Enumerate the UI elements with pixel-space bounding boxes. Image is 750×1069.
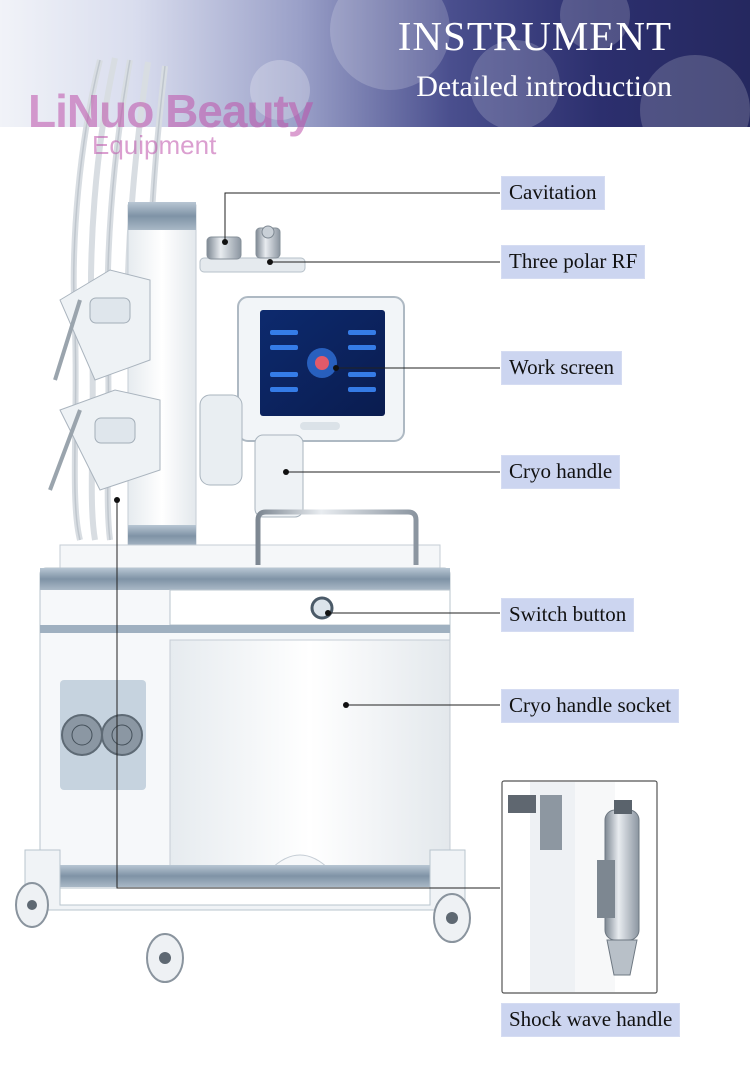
work-screen-device (237, 296, 405, 442)
fan-left (61, 714, 103, 756)
label-switch-button: Switch button (502, 599, 634, 632)
label-three-polar-rf: Three polar RF (502, 246, 645, 279)
fan-right (101, 714, 143, 756)
watermark-brand: LiNuo Beauty (28, 85, 313, 137)
shock-wave-handpiece (597, 800, 640, 976)
label-cryo-handle: Cryo handle (502, 456, 620, 489)
wheels (15, 882, 471, 983)
brand-watermark: LiNuo Beauty Equipment (28, 85, 313, 160)
label-work-screen: Work screen (502, 352, 622, 385)
watermark-tagline: Equipment (92, 130, 217, 160)
cavitation-handpiece (206, 236, 242, 260)
label-shock-wave-handle: Shock wave handle (502, 1004, 680, 1037)
header-banner: INSTRUMENT Detailed introduction (0, 0, 750, 127)
leader-lines (116, 192, 500, 889)
page-subtitle: Detailed introduction (416, 70, 672, 103)
page-title: INSTRUMENT (397, 13, 672, 59)
cryo-applicators-left (48, 269, 161, 491)
label-cryo-handle-socket: Cryo handle socket (502, 690, 679, 723)
cabinet (39, 567, 451, 889)
column (127, 204, 197, 551)
cryo-handle-device (254, 434, 304, 518)
label-cavitation: Cavitation (502, 177, 604, 210)
